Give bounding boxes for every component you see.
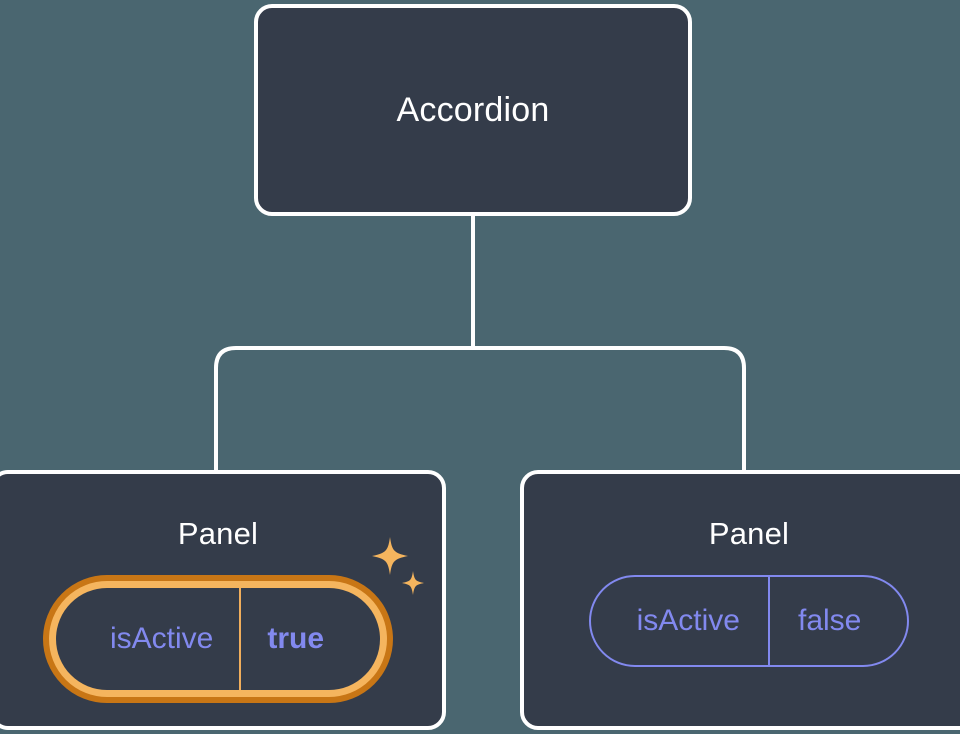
- prop-value: false: [767, 577, 905, 665]
- prop-pill-inner: isActive true: [55, 588, 381, 690]
- prop-pill-container: isActive false: [524, 575, 960, 667]
- prop-key: isActive: [109, 622, 214, 655]
- prop-value: true: [239, 588, 380, 690]
- node-title: Panel: [177, 516, 259, 551]
- prop-pill-container: isActive true: [0, 537, 442, 703]
- tree-node-panel-active[interactable]: Panel isActive true: [0, 470, 446, 730]
- node-title: Accordion: [396, 91, 550, 129]
- node-title: Panel: [708, 516, 790, 551]
- tree-node-accordion[interactable]: Accordion: [254, 4, 692, 216]
- prop-pill[interactable]: isActive false: [588, 575, 910, 667]
- tree-node-panel-inactive[interactable]: Panel isActive false: [520, 470, 960, 730]
- connector-branch-bus: [214, 346, 746, 470]
- prop-key: isActive: [636, 604, 740, 637]
- prop-pill-highlighted[interactable]: isActive true: [42, 575, 394, 703]
